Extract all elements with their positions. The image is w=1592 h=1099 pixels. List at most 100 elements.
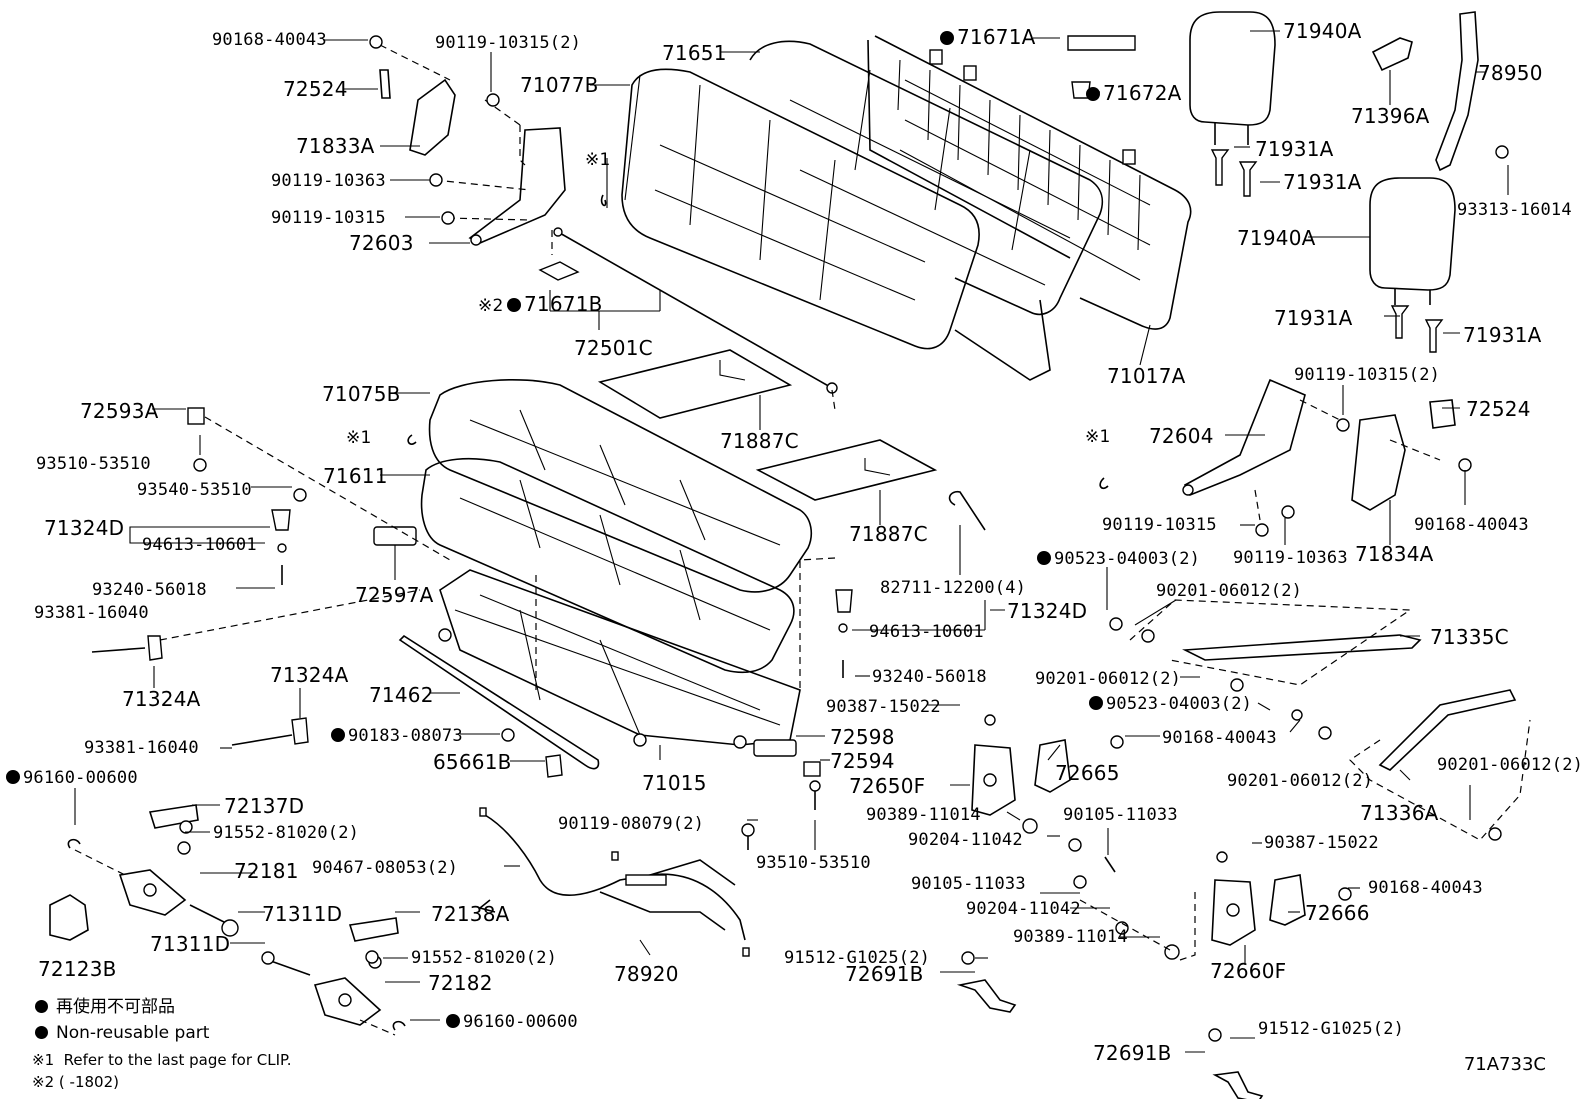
label-71940A: 71940A [1237,226,1316,250]
label-clip-note-1: ※1 [346,428,372,448]
cover-72593A [187,407,205,425]
headrest-upper [1189,11,1276,145]
recliner-left [379,44,566,246]
non-reusable-dot [35,1000,48,1013]
label-94613-10601: 94613-10601 [142,535,257,555]
label-71015: 71015 [642,771,707,795]
label-90183-08073: 90183-08073 [331,726,463,746]
seatback-cushion [621,68,980,350]
label-71324D: 71324D [1007,599,1088,623]
seatback-pad [749,40,1104,381]
label-96160-00600: 96160-00600 [446,1012,578,1032]
label-90201-06012-2: 90201-06012(2) [1437,755,1584,775]
label-91512-G1025-2: 91512-G1025(2) [1258,1019,1405,1039]
label-71324A: 71324A [122,687,201,711]
label-90119-10363: 90119-10363 [271,171,386,191]
recliner-right [1182,378,1456,521]
label-71671A: 71671A [940,26,1036,48]
label-72604: 72604 [1149,424,1214,448]
label-90387-15022: 90387-15022 [826,697,941,717]
label-72598: 72598 [830,725,895,749]
carpet-lower [755,439,938,501]
label-90119-10315: 90119-10315 [271,208,386,228]
label-93540-53510: 93540-53510 [137,480,252,500]
label-90168-40043: 90168-40043 [212,30,327,50]
seatback-frame [867,35,1192,330]
non-reusable-dot [446,1014,460,1028]
label-90119-10315-2: 90119-10315(2) [1294,365,1441,385]
label-90523-04003-2: 90523-04003(2) [1089,694,1252,714]
label-71672A: 71672A [1086,82,1182,104]
label-90119-10315: 90119-10315 [1102,515,1217,535]
label-note-2: ※2 [478,296,504,316]
latch-upper [971,714,1116,873]
label-72182: 72182 [428,971,493,995]
label-78950: 78950 [1478,61,1543,85]
label-90389-11014: 90389-11014 [1013,927,1128,947]
label-72660F: 72660F [1210,959,1287,983]
bracket-72598 [753,739,797,757]
label-71335C: 71335C [1430,625,1509,649]
label-72666: 72666 [1305,901,1370,925]
label-71931A: 71931A [1255,137,1334,161]
leader-lines [74,30,1509,1053]
label-72524: 72524 [283,77,348,101]
label-90168-40043: 90168-40043 [1162,728,1277,748]
non-reusable-dot [940,31,954,45]
label-93313-16014: 93313-16014 [1457,200,1572,220]
label-71396A: 71396A [1351,104,1430,128]
label-91552-81020-2: 91552-81020(2) [411,948,558,968]
label-71834A: 71834A [1355,542,1434,566]
non-reusable-dot [507,298,521,312]
label-72501C: 72501C [574,336,653,360]
label-96160-00600: 96160-00600 [6,768,138,788]
label-90201-06012-2: 90201-06012(2) [1156,581,1303,601]
label-90105-11033: 90105-11033 [1063,805,1178,825]
non-reusable-dot [1089,696,1103,710]
label-71931A: 71931A [1274,306,1353,330]
label-71931A: 71931A [1283,170,1362,194]
label-clip-note-1: ※1 [1085,427,1111,447]
label-72137D: 72137D [224,794,305,818]
label-71887C: 71887C [849,522,928,546]
label-72597A: 72597A [355,583,434,607]
seat-pad [420,457,795,674]
label-90204-11042: 90204-11042 [966,899,1081,919]
label-93381-16040: 93381-16040 [84,738,199,758]
label-71651: 71651 [662,41,727,65]
label-72691B: 72691B [1093,1041,1172,1065]
label-72665: 72665 [1055,761,1120,785]
label-93381-16040: 93381-16040 [34,603,149,623]
label-72691B: 72691B [845,962,924,986]
label-90105-11033: 90105-11033 [911,874,1026,894]
legend-en: Non-reusable part [35,1022,209,1044]
pad-71671B [538,261,580,281]
non-reusable-dot [331,728,345,742]
label-90119-10363: 90119-10363 [1233,548,1348,568]
label-78920: 78920 [614,962,679,986]
label-90523-04003-2: 90523-04003(2) [1037,549,1200,569]
label-91512-G1025-2: 91512-G1025(2) [784,948,931,968]
label-72594: 72594 [830,749,895,773]
label-71611: 71611 [323,464,388,488]
bracket-72597A [373,526,417,546]
label-94613-10601: 94613-10601 [869,622,984,642]
label-65661B: 65661B [433,750,512,774]
label-90201-06012-2: 90201-06012(2) [1035,669,1182,689]
label-90119-08079-2: 90119-08079(2) [558,814,705,834]
label-71887C: 71887C [720,429,799,453]
non-reusable-dot [6,770,20,784]
label-71075B: 71075B [322,382,401,406]
stopper-71324D-left [271,509,291,531]
label-71311D: 71311D [262,902,343,926]
legend-note-2: ※2 ( -1802) [32,1073,119,1091]
label-71931A: 71931A [1463,323,1542,347]
seat-frame [438,569,801,749]
label-71336A: 71336A [1360,801,1439,825]
label-91552-81020-2: 91552-81020(2) [213,823,360,843]
label-90168-40043: 90168-40043 [1414,515,1529,535]
label-71077B: 71077B [520,73,599,97]
label-90201-06012-2: 90201-06012(2) [1227,771,1374,791]
label-72593A: 72593A [80,399,159,423]
